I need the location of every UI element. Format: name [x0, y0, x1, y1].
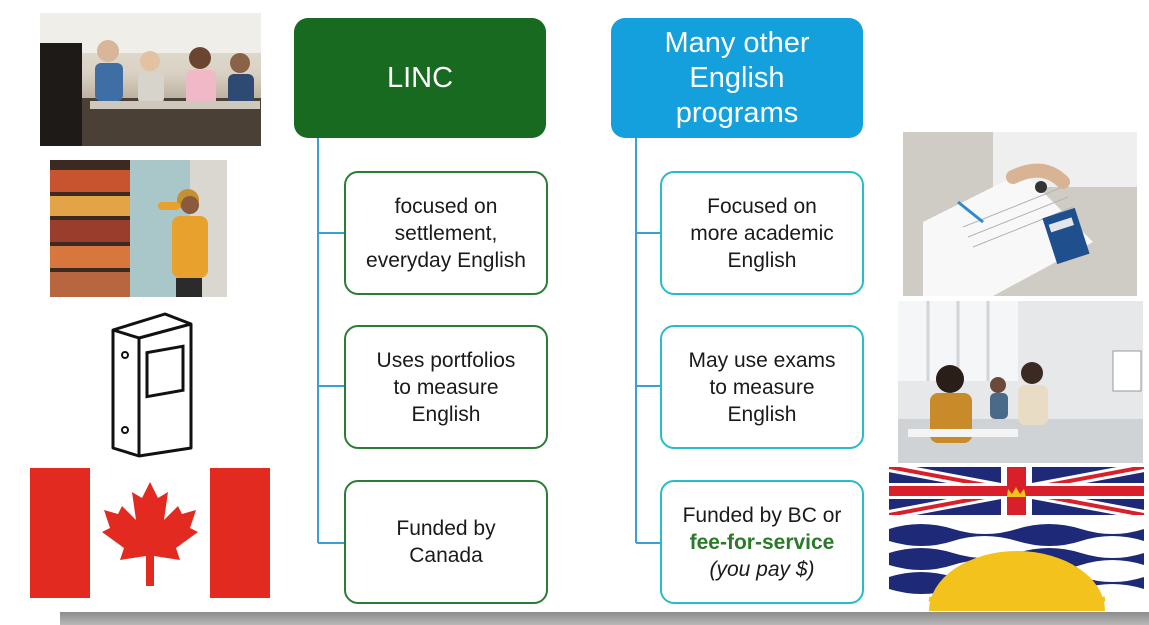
grocery-illustration: [50, 160, 227, 297]
bc-flag-icon: [889, 467, 1144, 611]
binder-icon: [111, 312, 193, 458]
header-line: English: [689, 61, 785, 94]
classroom-illustration: [40, 13, 261, 146]
other-item-funding: Funded by BC or fee-for-service (you pay…: [660, 480, 864, 604]
canada-flag-icon: [30, 468, 270, 598]
item-line: Funded by: [396, 517, 496, 540]
item-line: English: [727, 248, 797, 272]
binder-illustration: [105, 310, 195, 458]
bottom-shadow-bar: [60, 612, 1149, 625]
you-pay-text: (you pay $): [709, 557, 815, 581]
linc-item-funding: Funded by Canada: [344, 480, 548, 604]
other-item-academic: Focused on more academic English: [660, 171, 864, 295]
item-line: to measure: [709, 375, 815, 399]
item-line: Funded by BC or: [682, 503, 842, 527]
grocery-shopping-photo: [50, 160, 227, 297]
fee-for-service-text: fee-for-service: [689, 530, 835, 554]
other-item-exams: May use exams to measure English: [660, 325, 864, 449]
item-line: to measure: [393, 375, 499, 399]
british-columbia-flag: [889, 467, 1144, 611]
classroom-adults-photo: [40, 13, 261, 146]
item-line: May use exams: [688, 348, 836, 372]
linc-item-portfolios: Uses portfolios to measure English: [344, 325, 548, 449]
item-line: English: [727, 402, 797, 426]
header-line: programs: [675, 96, 799, 129]
linc-item-settlement: focused on settlement, everyday English: [344, 171, 548, 295]
canada-flag: [30, 468, 270, 598]
item-line: more academic: [690, 221, 834, 245]
linc-header: LINC: [294, 18, 546, 138]
other-programs-header: Many other English programs: [611, 18, 863, 138]
exam-room-illustration: [898, 301, 1143, 463]
item-line: Focused on: [707, 194, 817, 218]
header-line: Many other: [664, 26, 810, 59]
item-line: everyday English: [366, 248, 526, 272]
item-line: settlement,: [394, 221, 498, 245]
student-writing-exam-photo: [903, 132, 1137, 296]
item-line: English: [411, 402, 481, 426]
item-line: Uses portfolios: [376, 348, 516, 372]
item-line: Canada: [409, 544, 483, 567]
linc-header-label: LINC: [386, 61, 454, 94]
students-exam-room-photo: [898, 301, 1143, 463]
item-line: focused on: [394, 194, 498, 218]
writing-illustration: [903, 132, 1137, 296]
